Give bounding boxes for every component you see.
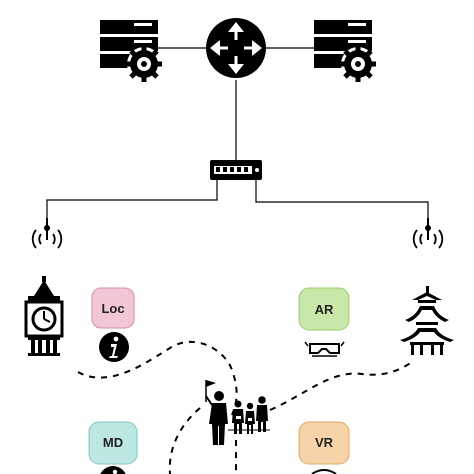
- badge-loc[interactable]: Loc: [91, 287, 135, 329]
- link-switch-antenna-left: [46, 180, 218, 218]
- tour-path: [77, 340, 413, 474]
- vr-goggles-icon: [311, 469, 337, 474]
- info-icon: [99, 332, 129, 362]
- badge-md-label: MD: [103, 435, 123, 450]
- network-links: [46, 47, 429, 218]
- clock-tower-icon: [24, 276, 64, 356]
- badge-vr-label: VR: [315, 435, 334, 450]
- info-icon: [100, 466, 126, 474]
- vr-goggles-icon: [304, 341, 345, 357]
- badge-md[interactable]: MD: [88, 421, 138, 465]
- server-gear-icon[interactable]: [100, 20, 162, 82]
- network-switch-icon[interactable]: [210, 160, 262, 180]
- tour-group-icon: [205, 380, 270, 445]
- badge-ar[interactable]: AR: [298, 287, 350, 331]
- pagoda-icon: [400, 286, 454, 355]
- badge-vr[interactable]: VR: [298, 421, 350, 465]
- badge-ar-label: AR: [315, 302, 334, 317]
- wireless-antenna-icon[interactable]: [412, 218, 444, 249]
- router-icon[interactable]: [206, 18, 266, 78]
- link-switch-antenna-right: [255, 180, 429, 218]
- server-gear-icon[interactable]: [314, 20, 376, 82]
- badge-loc-label: Loc: [101, 301, 124, 316]
- wireless-antenna-icon[interactable]: [31, 218, 63, 249]
